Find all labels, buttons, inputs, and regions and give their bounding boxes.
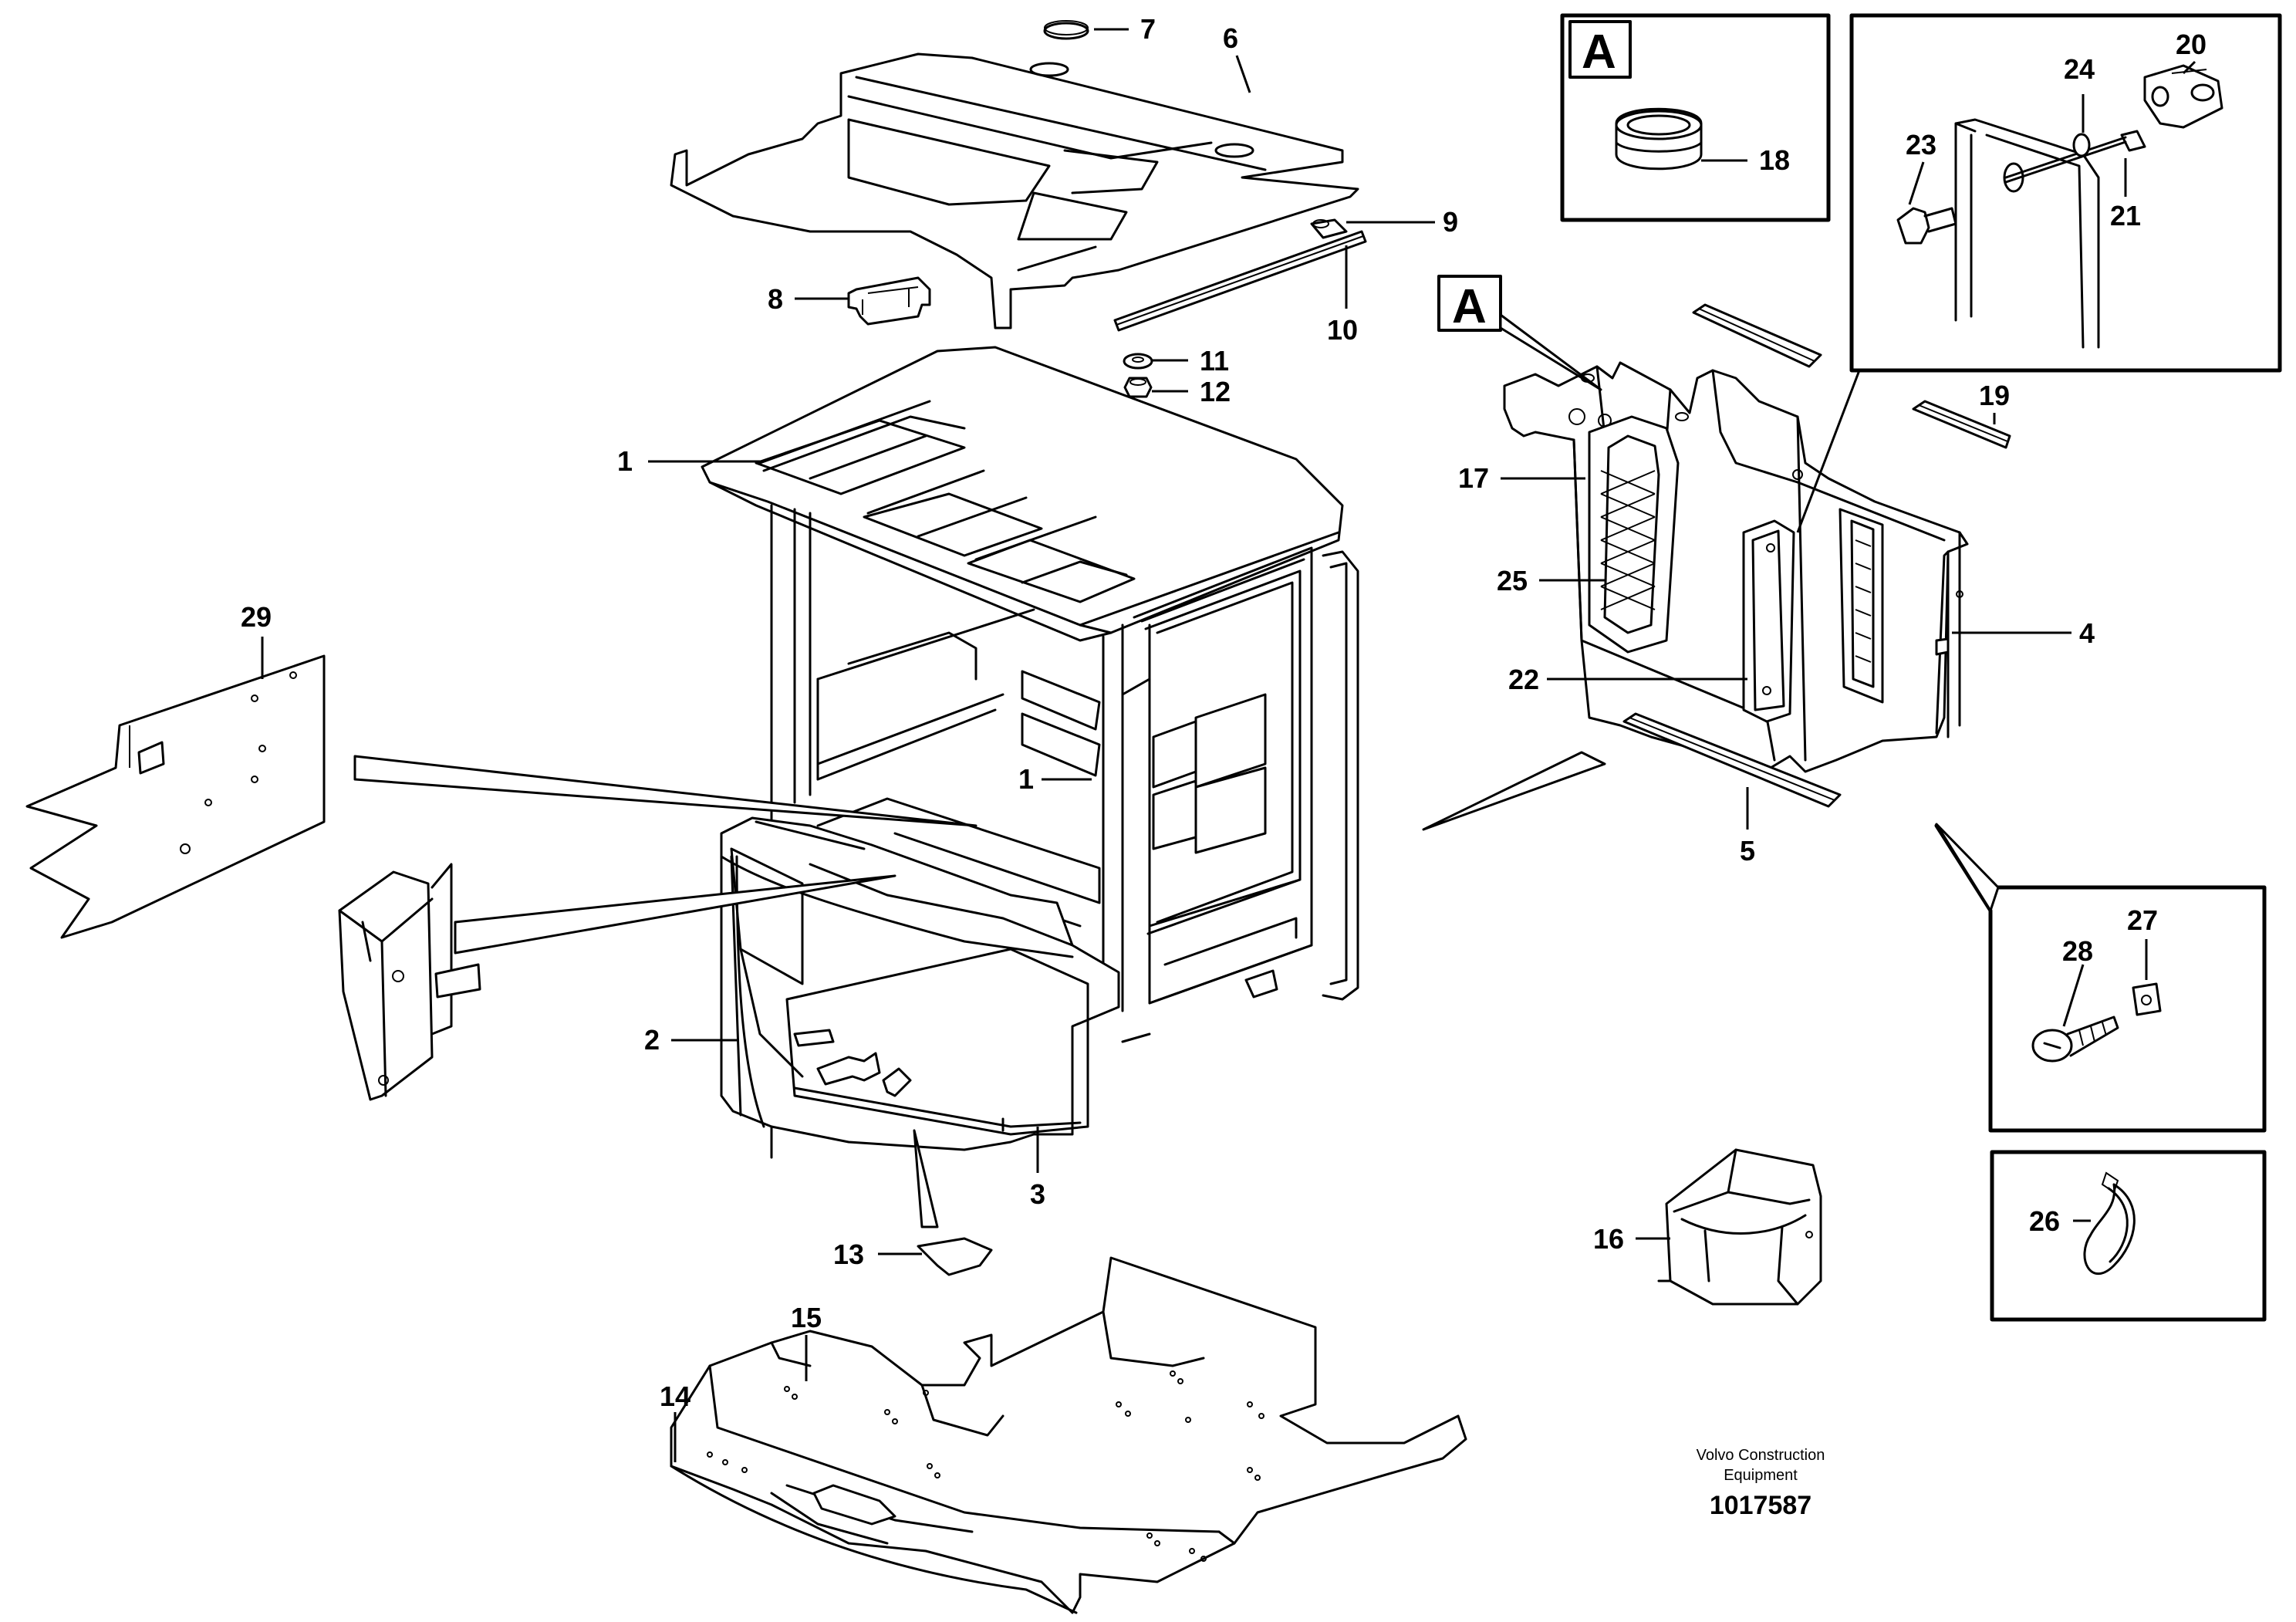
callout-11: 11 <box>1200 345 1229 377</box>
floor-cap-part <box>917 1237 993 1276</box>
bracket-leader-wedge <box>454 874 896 955</box>
callout-12: 12 <box>1200 376 1231 407</box>
callout-5: 5 <box>1740 835 1755 867</box>
callout-2: 2 <box>644 1024 660 1056</box>
cup-holder-part <box>1657 1148 1822 1306</box>
retainer-clip-part <box>1310 218 1348 239</box>
detail-box-fasteners <box>1849 13 2282 373</box>
callout-10: 10 <box>1327 314 1358 346</box>
callout-8: 8 <box>768 283 783 315</box>
callout-3: 3 <box>1030 1178 1045 1210</box>
callout-23: 23 <box>1906 129 1936 161</box>
callout-1-window: 1 <box>1018 763 1034 795</box>
callout-24: 24 <box>2064 53 2095 85</box>
callout-27: 27 <box>2127 904 2158 936</box>
roof-cover-part <box>670 52 1359 329</box>
callout-28: 28 <box>2062 935 2093 967</box>
drawing-number: 1017587 <box>1710 1491 1811 1520</box>
callout-6: 6 <box>1223 22 1238 54</box>
detail-box-screw <box>1934 823 2267 1133</box>
panel-leader-wedge <box>1422 751 1606 831</box>
callout-16: 16 <box>1593 1223 1624 1255</box>
callout-25: 25 <box>1497 565 1528 596</box>
callout-22: 22 <box>1508 664 1539 695</box>
detail-box-tie <box>1990 1150 2267 1322</box>
callout-18: 18 <box>1759 144 1790 176</box>
cover-plate-part <box>1742 519 1795 723</box>
callout-14: 14 <box>660 1380 690 1412</box>
detail-box-a <box>1560 13 1831 222</box>
upper-seal-strip-part <box>1692 303 1822 368</box>
washer-part <box>1123 353 1153 370</box>
rear-trim-panel-part <box>1503 361 1969 773</box>
drawing-footer: Volvo Construction Equipment 1017587 <box>1697 1447 1825 1520</box>
callout-4: 4 <box>2079 617 2095 649</box>
callout-21: 21 <box>2110 200 2141 231</box>
callout-29: 29 <box>241 601 272 633</box>
callout-7: 7 <box>1140 13 1156 45</box>
manufacturer-line-2: Equipment <box>1724 1467 1798 1484</box>
callout-1-roof: 1 <box>617 445 633 477</box>
callout-17: 17 <box>1458 462 1489 494</box>
roof-grommet-part <box>1043 20 1089 40</box>
seal-strip-part <box>1912 400 2011 449</box>
detail-letter-panel: A <box>1452 280 1487 333</box>
callout-15: 15 <box>791 1302 822 1333</box>
detail-ref-a <box>1437 275 1602 391</box>
nut-part <box>1123 377 1153 398</box>
mounting-bracket-part <box>338 863 481 1101</box>
manufacturer-line-1: Volvo Construction <box>1697 1447 1825 1464</box>
leader-lines <box>261 28 2196 1462</box>
callout-20: 20 <box>2176 29 2207 60</box>
roof-seal-strip-part <box>1113 230 1367 332</box>
panel-29-leader-wedge <box>353 755 977 827</box>
callout-9: 9 <box>1443 206 1458 238</box>
detail-letter-box: A <box>1582 25 1616 79</box>
callout-19: 19 <box>1979 380 2010 411</box>
cab-frame <box>701 346 1359 1159</box>
roof-bracket-part <box>847 276 931 326</box>
side-panel-part <box>25 654 326 939</box>
fastener-detail-leader <box>1796 370 1861 533</box>
floor-mat-part <box>670 1256 1467 1614</box>
callout-13: 13 <box>833 1238 864 1270</box>
callout-labels: 7 6 9 8 10 11 12 1 1 2 3 13 29 14 15 16 … <box>241 13 2207 1412</box>
callout-26: 26 <box>2029 1205 2060 1237</box>
lower-seal-strip-part <box>1622 712 1842 808</box>
mesh-net-part <box>1588 415 1680 654</box>
cap-13-leader-wedge <box>913 1129 939 1228</box>
